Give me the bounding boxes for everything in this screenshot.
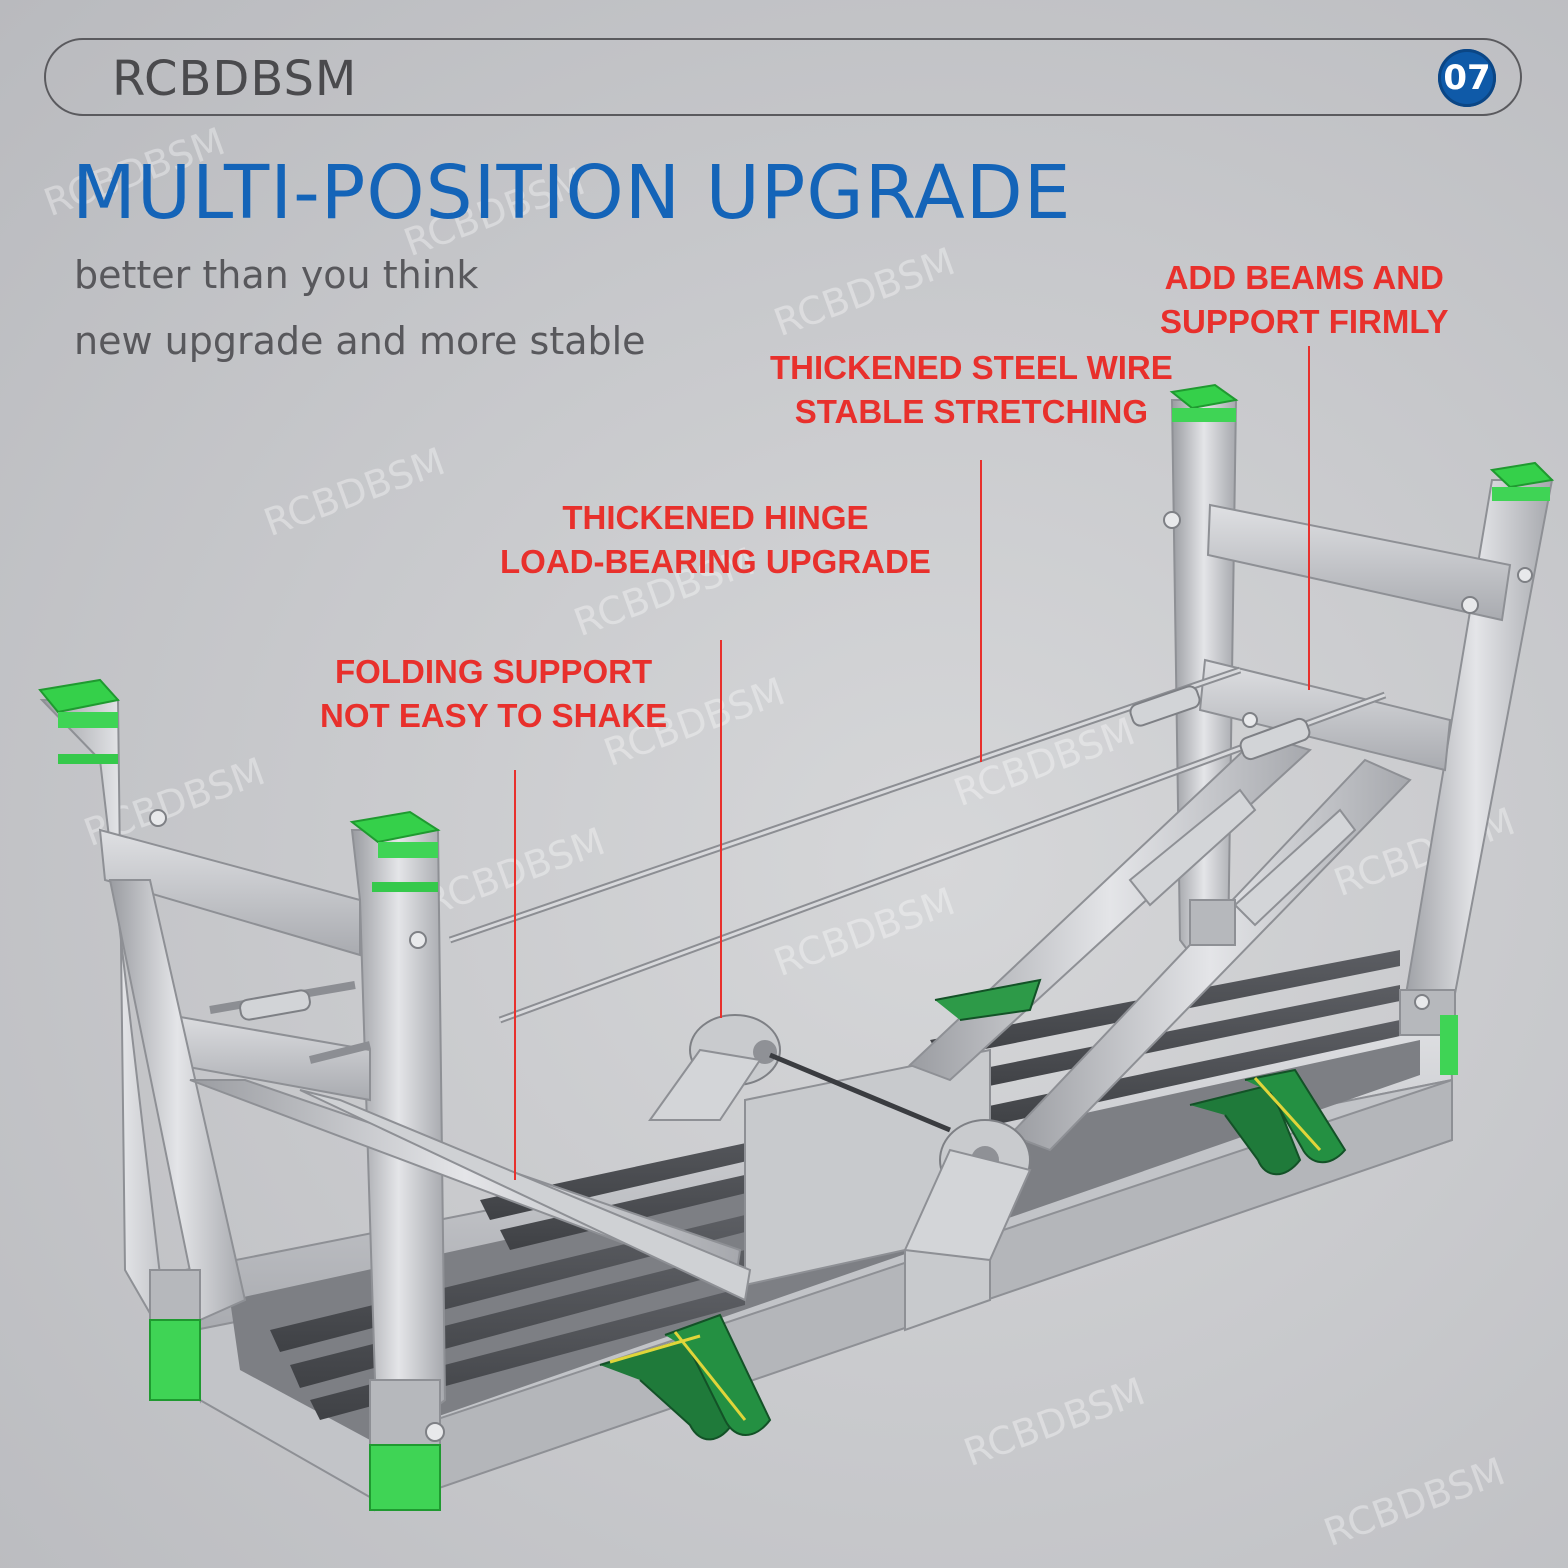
callout-hinge-line1: THICKENED HINGE bbox=[562, 499, 869, 536]
carry-straps bbox=[599, 978, 1347, 1441]
callout-beams-line2: SUPPORT FIRMLY bbox=[1160, 303, 1449, 340]
left-legs bbox=[39, 699, 752, 1511]
subtitle-line-1: better than you think bbox=[74, 253, 479, 297]
callout-beams-leader bbox=[1308, 346, 1310, 690]
callout-folding-line1: FOLDING SUPPORT bbox=[335, 653, 653, 690]
callout-wire-line1: THICKENED STEEL WIRE bbox=[770, 349, 1173, 386]
callout-wire-line2: STABLE STRETCHING bbox=[794, 393, 1148, 430]
leg-caps bbox=[38, 383, 1555, 1511]
callout-folding-line2: NOT EASY TO SHAKE bbox=[320, 697, 668, 734]
header-bar: RCBDBSM 07 bbox=[44, 38, 1522, 116]
page-title: MULTI-POSITION UPGRADE bbox=[72, 150, 1072, 236]
callout-wire-leader bbox=[980, 460, 982, 762]
callout-wire: THICKENED STEEL WIRE STABLE STRETCHING bbox=[770, 346, 1173, 434]
callout-hinge-line2: LOAD-BEARING UPGRADE bbox=[500, 543, 931, 580]
callout-folding-leader bbox=[514, 770, 516, 1180]
page-number-badge: 07 bbox=[1438, 49, 1496, 107]
callout-beams: ADD BEAMS AND SUPPORT FIRMLY bbox=[1160, 256, 1448, 344]
callout-beams-line1: ADD BEAMS AND bbox=[1164, 259, 1444, 296]
brand-name: RCBDBSM bbox=[112, 51, 358, 107]
center-hinge bbox=[648, 1014, 1032, 1262]
bolts bbox=[149, 511, 1533, 1442]
callout-folding: FOLDING SUPPORT NOT EASY TO SHAKE bbox=[320, 650, 667, 738]
subtitle-line-2: new upgrade and more stable bbox=[74, 319, 646, 363]
callout-hinge: THICKENED HINGE LOAD-BEARING UPGRADE bbox=[500, 496, 931, 584]
callout-hinge-leader bbox=[720, 640, 722, 1018]
steel-wires bbox=[209, 666, 1387, 1064]
